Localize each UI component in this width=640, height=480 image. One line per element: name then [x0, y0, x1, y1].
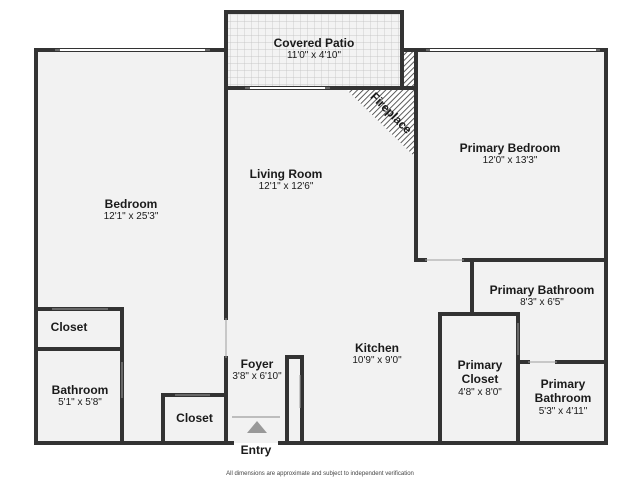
- entry-arrow-icon: [247, 421, 267, 433]
- room-dims: 4'8" x 8'0": [458, 386, 502, 398]
- room-dims: 12'1" x 25'3": [103, 211, 159, 223]
- room-name: Primary Bathroom: [534, 377, 592, 406]
- floor-fills: [36, 12, 606, 443]
- room-dims: 5'3" x 4'11": [538, 405, 588, 417]
- room-name: Living Room: [249, 167, 323, 181]
- room-name: Closet: [176, 411, 213, 425]
- room-name: Primary Closet: [457, 358, 503, 387]
- room-kitchen: Kitchen 10'9" x 9'0": [327, 341, 427, 367]
- room-dims: 3'8" x 6'10": [232, 371, 282, 383]
- room-dims: 10'9" x 9'0": [352, 355, 402, 367]
- room-name: Foyer: [240, 357, 274, 371]
- room-bathroom: Bathroom 5'1" x 5'8": [38, 383, 122, 409]
- entry-door: [232, 416, 280, 433]
- room-name: Primary Bathroom: [489, 283, 595, 297]
- room-dims: 11'0" x 4'10": [286, 50, 342, 62]
- room-name: Primary Bedroom: [459, 141, 561, 155]
- room-dims: 12'0" x 13'3": [482, 155, 538, 167]
- room-covered-patio: Covered Patio 11'0" x 4'10": [226, 36, 402, 62]
- room-primary-bathroom-2: Primary Bathroom 5'3" x 4'11": [522, 377, 604, 418]
- room-name: Bedroom: [104, 197, 158, 211]
- disclaimer: All dimensions are approximate and subje…: [226, 471, 414, 477]
- room-dims: 5'1" x 5'8": [58, 397, 102, 409]
- room-primary-bedroom: Primary Bedroom 12'0" x 13'3": [420, 141, 600, 167]
- room-living-room: Living Room 12'1" x 12'6": [226, 167, 346, 193]
- room-closet-1: Closet: [38, 320, 100, 334]
- room-bedroom: Bedroom 12'1" x 25'3": [38, 197, 224, 223]
- room-dims: 8'3" x 6'5": [520, 297, 564, 309]
- room-closet-2: Closet: [165, 411, 224, 425]
- fireplace-hearth: [345, 88, 416, 158]
- room-dims: 12'1" x 12'6": [258, 181, 314, 193]
- entry-label: Entry: [240, 443, 272, 457]
- room-foyer: Foyer 3'8" x 6'10": [227, 357, 287, 383]
- room-primary-closet: Primary Closet 4'8" x 8'0": [452, 358, 508, 399]
- room-name: Covered Patio: [273, 36, 355, 50]
- room-name: Bathroom: [51, 383, 109, 397]
- room-primary-bathroom: Primary Bathroom 8'3" x 6'5": [475, 283, 609, 309]
- room-name: Closet: [50, 320, 88, 334]
- room-name: Kitchen: [354, 341, 399, 355]
